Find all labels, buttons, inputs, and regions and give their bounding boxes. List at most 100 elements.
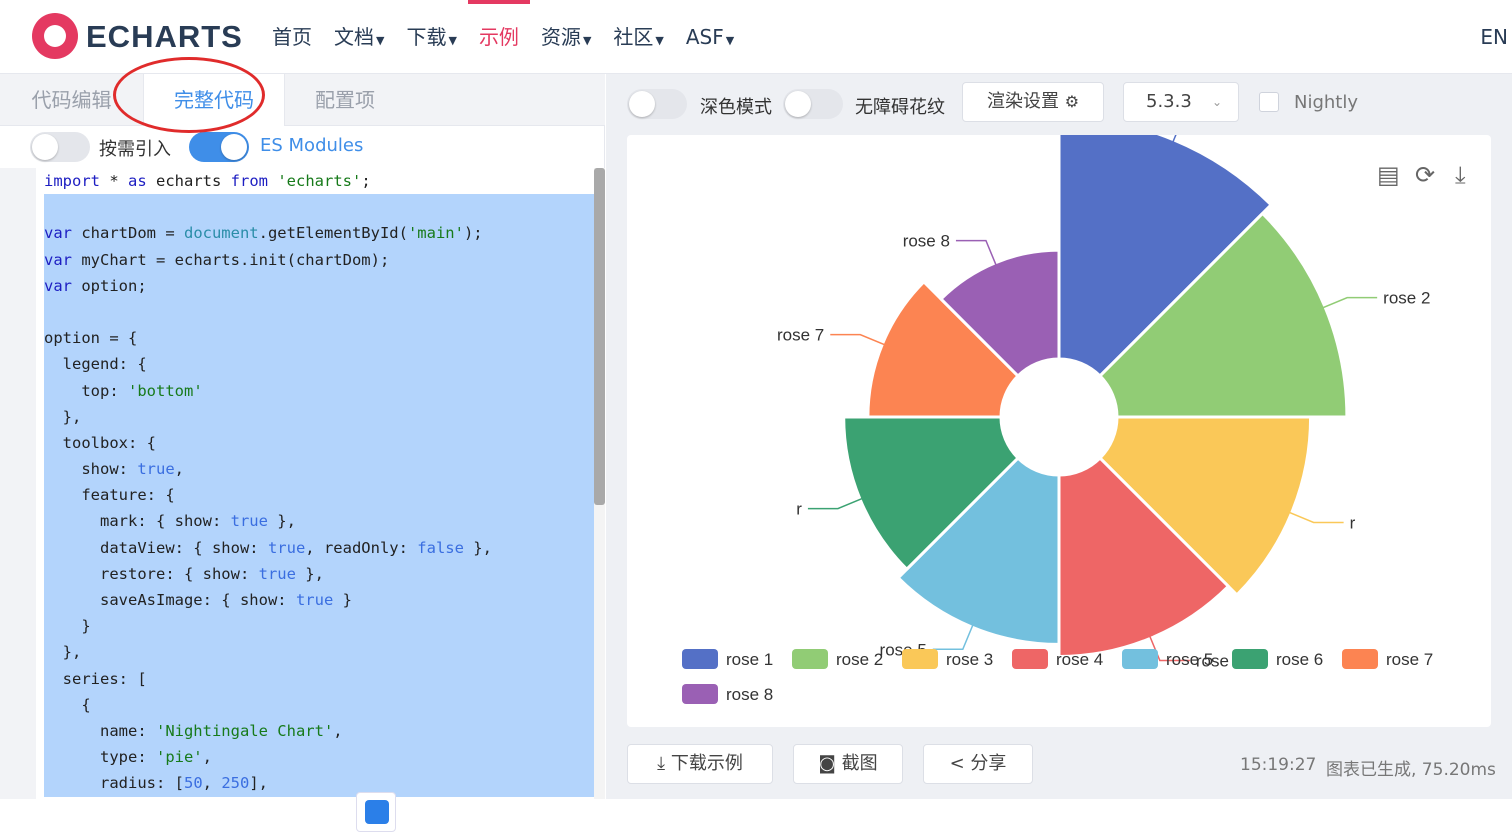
annotation-circle [113, 57, 265, 133]
rose-sector[interactable] [866, 280, 1020, 419]
nav-label: 社区 [613, 25, 654, 49]
legend-item[interactable]: rose 2 [792, 649, 883, 669]
code-line [44, 194, 594, 221]
nav-item-examples[interactable]: 示例 [467, 0, 530, 74]
render-time: 15:19:27 [1240, 755, 1317, 775]
floating-tool-button[interactable] [356, 792, 396, 832]
sector-label: rose 8 [903, 232, 950, 251]
book-icon [365, 800, 389, 824]
scrollbar-thumb[interactable] [594, 168, 605, 505]
nav-item-community[interactable]: 社区▼ [613, 0, 663, 74]
code-line: var myChart = echarts.init(chartDom); [44, 246, 594, 273]
screenshot-label: 截图 [841, 753, 878, 774]
nav-item-asf[interactable]: ASF▼ [686, 0, 734, 74]
code-line: option = { [44, 325, 594, 352]
echarts-logo[interactable]: ECHARTS [32, 13, 242, 61]
decal-toggle[interactable] [783, 89, 843, 119]
caret-down-icon: ▼ [655, 34, 664, 47]
nightly-label: Nightly [1294, 92, 1359, 113]
legend-item[interactable]: rose 3 [902, 649, 993, 669]
preview-panel: 深色模式 无障碍花纹 渲染设置 ⚙ 5.3.3 ⌄ Nightly rose 1… [606, 74, 1512, 799]
caret-down-icon: ▼ [448, 34, 457, 47]
legend-swatch [682, 684, 718, 704]
nav-label: 资源 [540, 25, 581, 49]
download-icon: ⤓ [657, 753, 666, 774]
document-icon[interactable]: ▤ [1377, 161, 1400, 189]
legend-label: rose 1 [726, 650, 773, 669]
code-line: feature: { [44, 482, 594, 509]
render-status: 图表已生成, 75.20ms [1326, 760, 1496, 780]
legend-item[interactable]: rose 5 [1122, 649, 1213, 669]
legend-swatch [1342, 649, 1378, 669]
legend-label: rose 2 [836, 650, 883, 669]
label-leader-line [830, 333, 892, 349]
code-line: name: 'Nightingale Chart', [44, 717, 594, 745]
refresh-icon[interactable]: ⟳ [1415, 161, 1435, 189]
screenshot-button[interactable]: ◙ 截图 [793, 744, 903, 784]
code-editor-panel: 代码编辑 完整代码 配置项 按需引入 ES Modules import * a… [0, 74, 605, 832]
language-switch[interactable]: EN [1480, 25, 1508, 49]
render-settings-label: 渲染设置 [986, 91, 1059, 112]
tab-code-edit[interactable]: 代码编辑 [31, 88, 112, 112]
nav-label: 文档 [334, 25, 374, 49]
label-leader-line [1169, 135, 1177, 150]
code-area[interactable]: import * as echarts from 'echarts'; var … [0, 168, 605, 832]
caret-down-icon: ▼ [376, 34, 385, 47]
legend-item[interactable]: rose 8 [682, 684, 773, 704]
share-button[interactable]: < 分享 [923, 744, 1033, 784]
legend-swatch [682, 649, 718, 669]
sector-label: r [1350, 513, 1356, 532]
legend-item[interactable]: rose 7 [1342, 649, 1433, 669]
code-line: var chartDom = document.getElementById('… [44, 220, 594, 247]
tab-options[interactable]: 配置项 [315, 88, 375, 112]
version-value: 5.3.3 [1146, 91, 1192, 112]
label-leader-line [807, 494, 870, 510]
logo-text: ECHARTS [86, 19, 243, 54]
es-modules-toggle[interactable] [189, 132, 249, 162]
nav-item-docs[interactable]: 文档▼ [334, 0, 384, 74]
code-line: show: true, [44, 456, 594, 483]
label-leader-line [1146, 628, 1190, 662]
chevron-down-icon: ⌄ [1211, 95, 1222, 109]
rose-sector[interactable] [842, 415, 1020, 571]
legend-swatch [1232, 649, 1268, 669]
rose-sector[interactable] [1098, 211, 1349, 419]
nav-item-home[interactable]: 首页 [272, 0, 312, 74]
sector-label: rose 7 [777, 326, 824, 345]
rose-sector[interactable] [1057, 456, 1230, 658]
rose-sector[interactable] [896, 456, 1061, 646]
code-content[interactable]: import * as echarts from 'echarts'; var … [44, 168, 594, 797]
legend-swatch [902, 649, 938, 669]
render-settings-button[interactable]: 渲染设置 ⚙ [962, 82, 1104, 122]
legend-item[interactable]: rose 1 [682, 649, 773, 669]
sector-label: r [796, 500, 802, 519]
nav-label: ASF [685, 25, 724, 49]
decal-label: 无障碍花纹 [855, 97, 945, 118]
nightingale-chart[interactable]: rose 1 rose 2 r rose 4 rose 5 r rose 7 rose 8 ▤ ⟳… [627, 135, 1491, 727]
chart-container[interactable]: rose 1 rose 2 r rose 4 rose 5 r rose 7 rose 8 ▤ ⟳… [627, 135, 1491, 727]
sector-label: rose 2 [1383, 289, 1430, 308]
rose-sector[interactable] [1098, 415, 1313, 597]
code-line: type: 'pie', [44, 744, 594, 771]
share-label: 分享 [970, 753, 1007, 774]
es-modules-label: ES Modules [260, 135, 364, 156]
dark-mode-toggle[interactable] [627, 89, 687, 119]
legend-swatch [792, 649, 828, 669]
nightly-checkbox[interactable] [1259, 92, 1279, 112]
gear-icon: ⚙ [1064, 92, 1080, 111]
legend-item[interactable]: rose 6 [1232, 649, 1323, 669]
version-select[interactable]: 5.3.3 ⌄ [1123, 82, 1239, 122]
nav-item-resources[interactable]: 资源▼ [541, 0, 591, 74]
code-line: } [44, 613, 594, 640]
nav-label: 下载 [406, 25, 447, 49]
rose-sector[interactable] [939, 248, 1061, 378]
on-demand-toggle[interactable] [30, 132, 90, 162]
download-example-button[interactable]: ⤓ 下载示例 [627, 744, 773, 784]
code-line: }, [44, 639, 594, 666]
legend-item[interactable]: rose 4 [1012, 649, 1103, 669]
caret-down-icon: ▼ [582, 34, 592, 47]
rose-sector[interactable] [1057, 135, 1273, 378]
download-icon[interactable]: ⤓ [1455, 161, 1466, 189]
nav-item-download[interactable]: 下载▼ [406, 0, 456, 74]
nav-label: 首页 [272, 25, 312, 49]
